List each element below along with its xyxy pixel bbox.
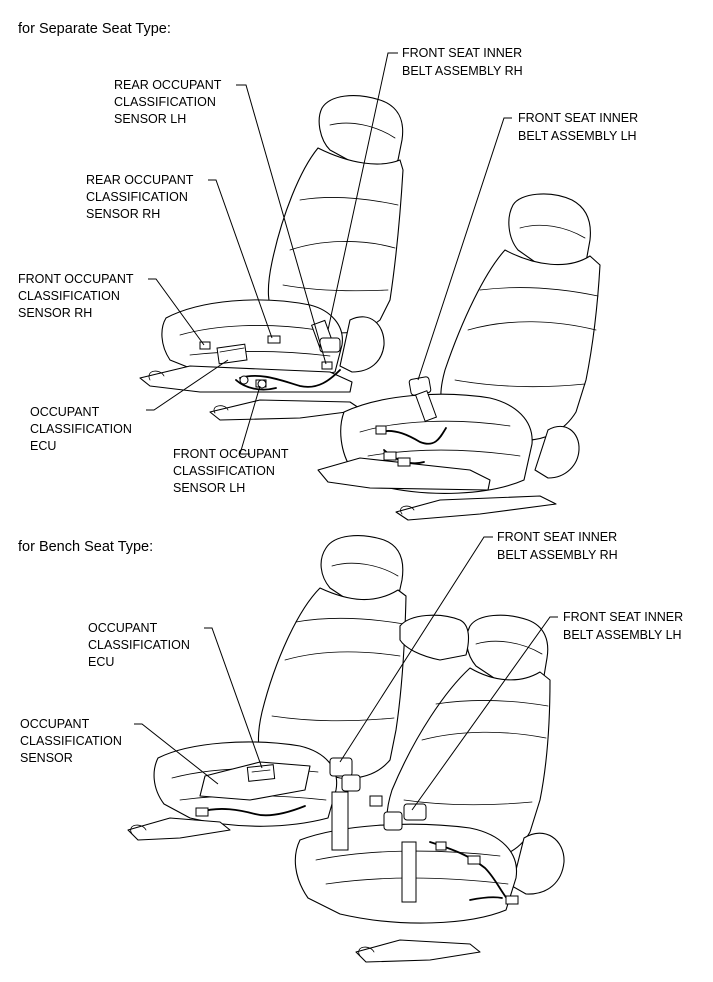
label-line: FRONT SEAT INNER: [497, 530, 617, 544]
label-line: FRONT SEAT INNER: [518, 111, 638, 125]
callout-bench-ecu: OCCUPANT CLASSIFICATION ECU: [88, 621, 263, 769]
leader-line: [148, 278, 205, 346]
leader-line: [236, 84, 327, 365]
callout-bench-front-belt-rh: FRONT SEAT INNER BELT ASSEMBLY RH: [339, 530, 618, 763]
label-line: SENSOR RH: [18, 306, 92, 320]
callout-bench-sensor: OCCUPANT CLASSIFICATION SENSOR: [20, 717, 219, 785]
callout-separate-rear-sensor-lh: REAR OCCUPANT CLASSIFICATION SENSOR LH: [114, 78, 327, 365]
label-line: SENSOR LH: [173, 481, 245, 495]
label-line: CLASSIFICATION: [86, 190, 188, 204]
label-line: BELT ASSEMBLY RH: [497, 548, 618, 562]
callout-separate-ecu: OCCUPANT CLASSIFICATION ECU: [30, 359, 229, 453]
separate-seat-lh-illustration: [317, 193, 601, 521]
leader-line: [239, 385, 261, 455]
callout-separate-front-belt-lh: FRONT SEAT INNER BELT ASSEMBLY LH: [417, 111, 638, 381]
leader-line: [146, 359, 229, 411]
label-line: ECU: [88, 655, 114, 669]
bench-seat-heading: for Bench Seat Type:: [18, 539, 153, 555]
label-line: SENSOR LH: [114, 112, 186, 126]
label-line: SENSOR: [20, 751, 73, 765]
label-line: BELT ASSEMBLY LH: [518, 129, 637, 143]
label-line: CLASSIFICATION: [88, 638, 190, 652]
label-line: BELT ASSEMBLY LH: [563, 628, 682, 642]
label-line: REAR OCCUPANT: [86, 173, 194, 187]
leader-line: [208, 179, 273, 339]
label-line: OCCUPANT: [20, 717, 90, 731]
label-line: FRONT SEAT INNER: [402, 46, 522, 60]
callout-separate-front-sensor-lh: FRONT OCCUPANT CLASSIFICATION SENSOR LH: [173, 385, 289, 495]
callout-separate-front-sensor-rh: FRONT OCCUPANT CLASSIFICATION SENSOR RH: [18, 272, 205, 346]
leader-line: [204, 627, 263, 769]
label-line: FRONT SEAT INNER: [563, 610, 683, 624]
label-line: BELT ASSEMBLY RH: [402, 64, 523, 78]
callout-separate-rear-sensor-rh: REAR OCCUPANT CLASSIFICATION SENSOR RH: [86, 173, 273, 339]
leader-line: [411, 616, 558, 811]
label-line: CLASSIFICATION: [114, 95, 216, 109]
label-line: OCCUPANT: [88, 621, 158, 635]
label-line: OCCUPANT: [30, 405, 100, 419]
label-line: CLASSIFICATION: [30, 422, 132, 436]
label-line: ECU: [30, 439, 56, 453]
label-line: CLASSIFICATION: [20, 734, 122, 748]
bench-seat-illustration: [127, 535, 565, 963]
callout-separate-front-belt-rh: FRONT SEAT INNER BELT ASSEMBLY RH: [327, 46, 523, 331]
label-line: SENSOR RH: [86, 207, 160, 221]
label-line: CLASSIFICATION: [18, 289, 120, 303]
leader-line: [339, 536, 493, 763]
leader-line: [417, 117, 512, 381]
callout-bench-front-belt-lh: FRONT SEAT INNER BELT ASSEMBLY LH: [411, 610, 683, 811]
separate-seat-heading: for Separate Seat Type:: [18, 21, 171, 37]
label-line: CLASSIFICATION: [173, 464, 275, 478]
label-line: FRONT OCCUPANT: [173, 447, 289, 461]
separate-seat-rh-illustration: [139, 95, 404, 421]
label-line: FRONT OCCUPANT: [18, 272, 134, 286]
leader-line: [134, 723, 219, 785]
leader-line: [327, 52, 398, 331]
label-line: REAR OCCUPANT: [114, 78, 222, 92]
